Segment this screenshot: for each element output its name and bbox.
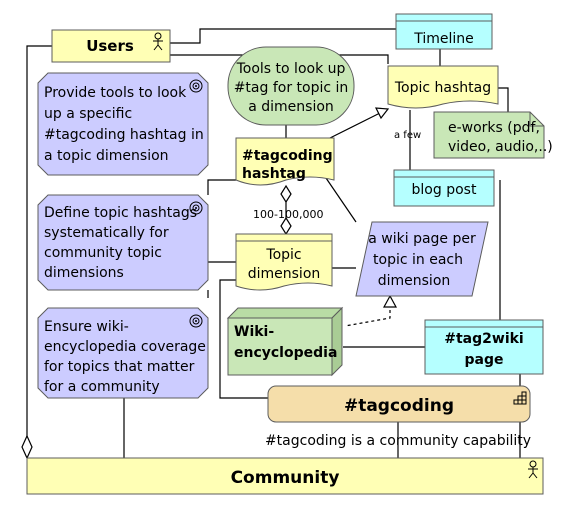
goal-ensure-line-3: for topics that matter — [44, 359, 195, 375]
timeline-label: Timeline — [413, 31, 474, 47]
wiki-page-line-1: a wiki page per — [368, 231, 476, 247]
realization-arrow — [382, 294, 398, 308]
specialization-arrow — [374, 107, 390, 120]
edge-wikipage-encyclopedia — [344, 298, 391, 327]
wiki-page-line-3: dimension — [378, 273, 451, 289]
tagcoding-label: #tagcoding — [344, 396, 454, 416]
goal-define-line-1: Define topic hashtags — [44, 205, 197, 221]
blog-post-label: blog post — [412, 182, 477, 198]
goal-lookup-line-4: a topic dimension — [44, 148, 169, 164]
tagcoding-hashtag-line-2: hashtag — [242, 166, 306, 182]
topic-dimension-line-2: dimension — [248, 266, 321, 282]
goal-define-line-4: dimensions — [44, 265, 124, 281]
tag2wiki-node[interactable]: #tag2wiki page — [424, 319, 544, 375]
goal-lookup-line-3: #tagcoding hashtag in — [44, 127, 204, 143]
eworks-artifact[interactable]: e-works (pdf, video, audio,..) — [433, 111, 553, 159]
label-a-few: a few — [394, 130, 421, 141]
goal-ensure[interactable]: Ensure wiki- encyclopedia coverage for t… — [37, 307, 209, 399]
goal-ensure-line-2: encyclopedia coverage — [44, 339, 206, 355]
blog-post-node[interactable]: blog post — [393, 169, 495, 207]
aggregation-diamond — [21, 434, 33, 460]
goal-lookup-line-1: Provide tools to look — [44, 85, 187, 101]
users-box — [51, 29, 171, 63]
target-icon — [189, 201, 203, 215]
tagcoding-hashtag-object[interactable]: #tagcoding hashtag — [235, 137, 335, 186]
aggregation-diamond-2 — [280, 184, 292, 204]
actor-icon — [528, 460, 538, 479]
goal-lookup[interactable]: Provide tools to look up a specific #tag… — [37, 72, 209, 176]
wiki-page-line-2: topic in each — [373, 252, 463, 268]
edge-users-timeline — [170, 28, 396, 44]
edge-dimension-tagcoding — [219, 279, 268, 399]
target-icon — [189, 314, 203, 328]
topic-dimension-object[interactable]: Topic dimension — [235, 233, 333, 291]
eworks-line-1: e-works (pdf, — [448, 120, 540, 136]
goal-ensure-line-1: Ensure wiki- — [44, 319, 129, 335]
edge-hashtag-wikipage — [325, 177, 357, 223]
tools-service[interactable]: Tools to look up #tag for topic in a dim… — [227, 46, 355, 126]
edge-hashtag-specializes — [325, 111, 383, 141]
users-label: Users — [86, 37, 134, 55]
edge-users-community — [26, 45, 52, 445]
goal-define-line-3: community topic — [44, 245, 162, 261]
topic-dimension-line-1: Topic — [265, 247, 301, 263]
goal-define-line-2: systematically for — [44, 225, 169, 241]
tools-line-1: Tools to look up — [236, 61, 346, 77]
goal-define[interactable]: Define topic hashtags systematically for… — [37, 194, 209, 291]
tagcoding-capability[interactable]: #tagcoding — [267, 385, 531, 423]
label-capability: #tagcoding is a community capability — [265, 433, 531, 449]
wiki-encyclopedia-line-1: Wiki- — [234, 324, 274, 340]
goal-ensure-line-4: for a community — [44, 379, 160, 395]
tag2wiki-line-1: #tag2wiki — [444, 331, 523, 347]
timeline-node[interactable]: Timeline — [395, 13, 493, 50]
users-actor[interactable]: Users — [51, 29, 171, 63]
topic-hashtag-object[interactable]: Topic hashtag — [387, 65, 499, 109]
community-label: Community — [231, 468, 340, 488]
target-icon — [189, 79, 203, 93]
community-actor[interactable]: Community — [26, 457, 544, 495]
wiki-page-representation[interactable]: a wiki page per topic in each dimension — [355, 221, 489, 297]
tag2wiki-line-2: page — [465, 352, 504, 368]
tagcoding-hashtag-line-1: #tagcoding — [242, 148, 333, 164]
topic-hashtag-label: Topic hashtag — [394, 80, 491, 96]
eworks-line-2: video, audio,..) — [448, 139, 553, 155]
capability-icon — [513, 391, 527, 405]
edge-goal-hashtag — [207, 179, 236, 195]
wiki-encyclopedia-line-2: encyclopedia — [234, 345, 337, 361]
label-range: 100-100,000 — [253, 208, 323, 221]
wiki-encyclopedia-node[interactable]: Wiki- encyclopedia — [226, 306, 344, 377]
actor-icon — [153, 32, 163, 51]
goal-lookup-line-2: up a specific — [44, 106, 132, 122]
tools-line-3: a dimension — [248, 99, 334, 115]
tools-line-2: #tag for topic in — [234, 80, 349, 96]
